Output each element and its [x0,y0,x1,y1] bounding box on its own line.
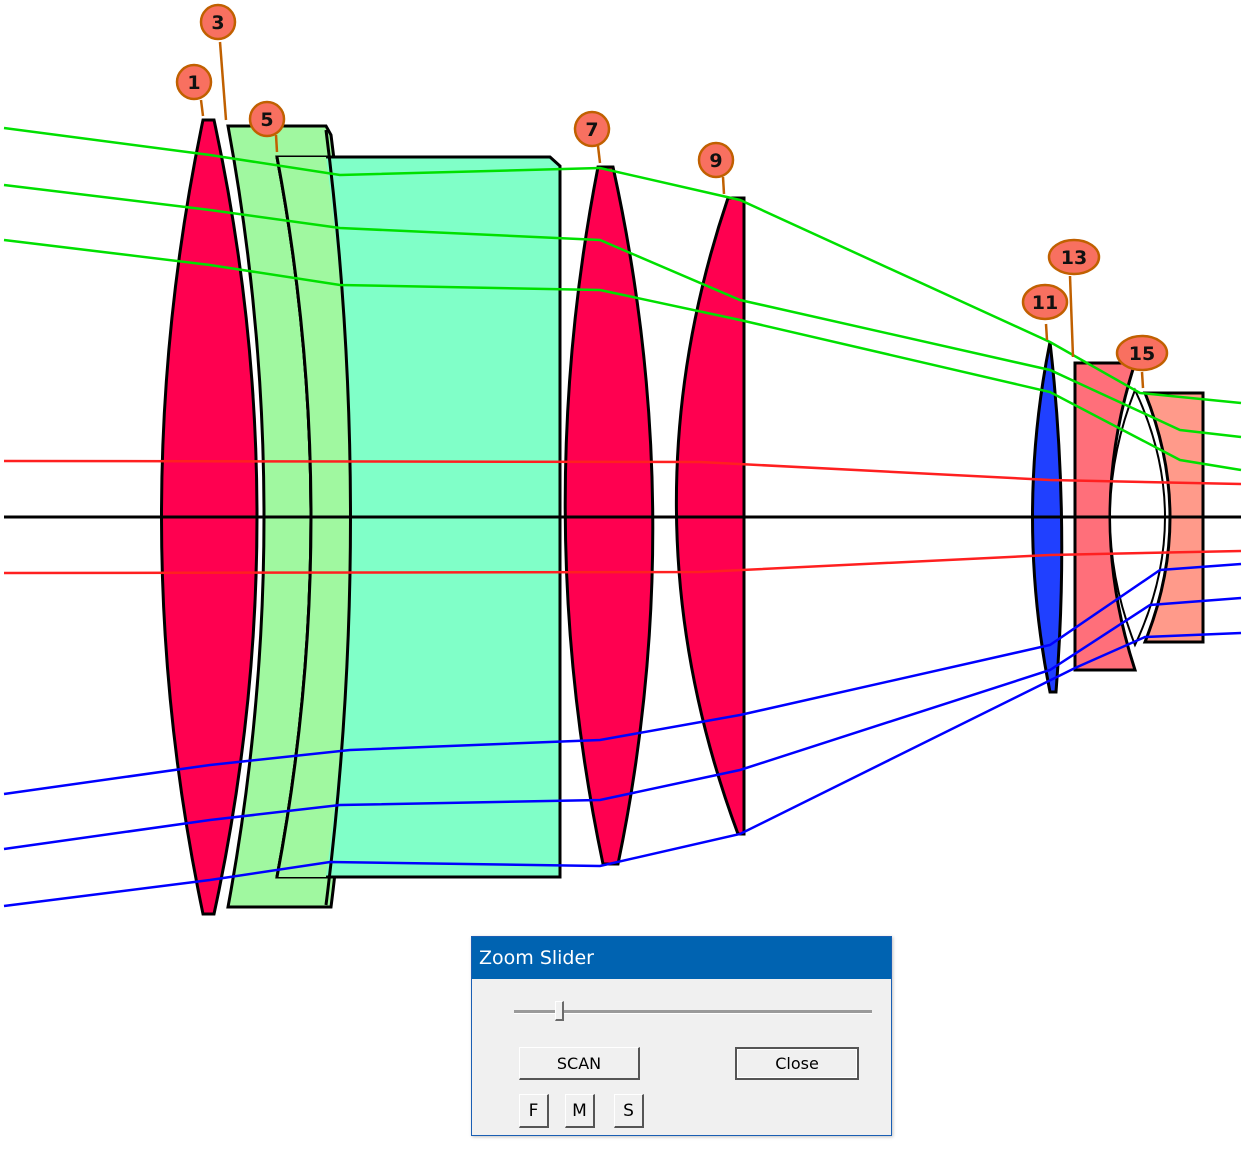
svg-text:7: 7 [585,119,598,141]
ray-field-upper-2 [3,183,1242,439]
surface-label-5: 5 [248,100,286,138]
ray-onaxis-upper [3,459,1242,486]
ray-field-lower-1 [3,562,1242,796]
f-button[interactable]: F [519,1094,549,1128]
surface-label-11: 11 [1021,283,1069,321]
svg-text:5: 5 [260,109,273,131]
ray-field-lower-2 [3,596,1242,851]
zoom-slider-thumb[interactable] [555,1001,564,1021]
surface-label-9: 9 [697,141,735,179]
svg-text:9: 9 [709,150,722,172]
surface-label-13: 13 [1047,238,1101,276]
svg-text:3: 3 [211,12,224,34]
surface-label-1: 1 [175,63,213,101]
ray-field-lower-3 [3,631,1242,908]
ray-onaxis-lower [3,549,1242,575]
zoom-slider-dialog: Zoom Slider SCAN Close F M S [471,936,892,1136]
surface-label-3: 3 [199,3,237,41]
scan-button[interactable]: SCAN [519,1047,640,1080]
dialog-title-bar[interactable]: Zoom Slider [472,937,891,979]
svg-text:1: 1 [187,72,200,94]
zoom-slider-track[interactable] [514,1010,872,1014]
close-button[interactable]: Close [735,1047,859,1080]
svg-text:13: 13 [1061,247,1087,269]
surface-label-15: 15 [1115,334,1169,372]
label-leaders [199,41,1145,389]
svg-text:15: 15 [1129,343,1155,365]
ray-field-upper-3 [3,238,1242,472]
m-button[interactable]: M [565,1094,595,1128]
ray-field-upper-1 [3,126,1242,405]
svg-text:11: 11 [1032,292,1058,314]
s-button[interactable]: S [614,1094,644,1128]
surface-label-7: 7 [573,110,611,148]
